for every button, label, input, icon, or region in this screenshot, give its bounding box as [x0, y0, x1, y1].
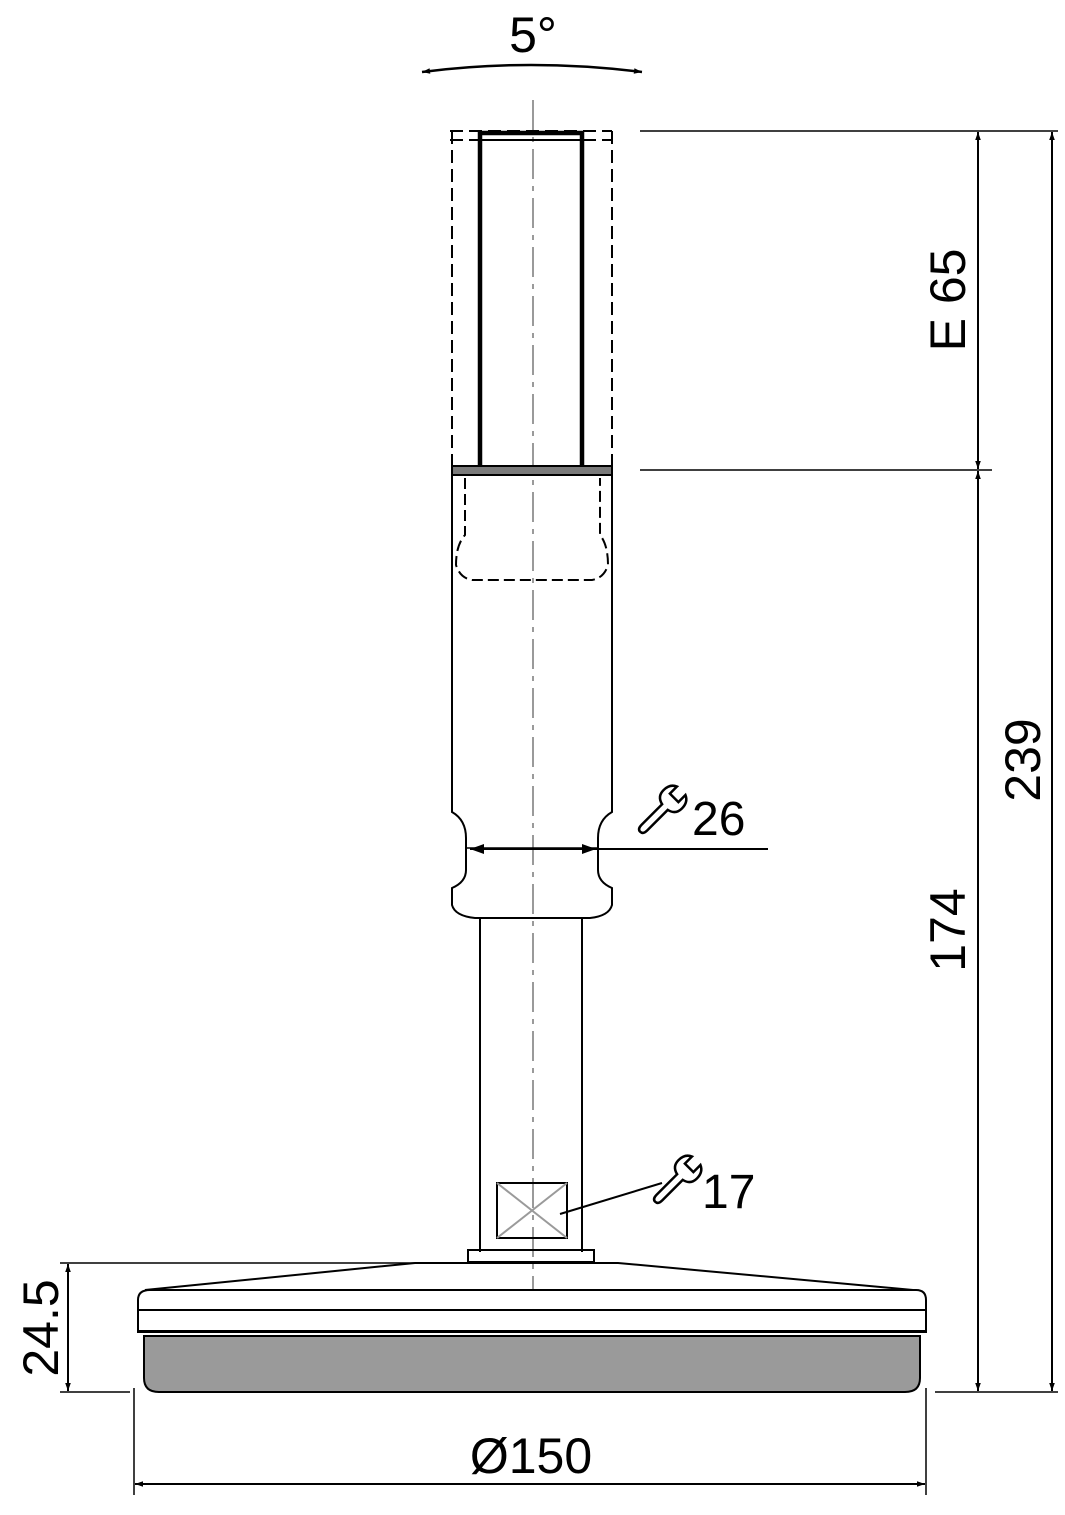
total-height-label: 239	[995, 718, 1051, 801]
foot-diameter-label: Ø150	[470, 1428, 592, 1484]
wrench-26-label: 26	[692, 793, 745, 846]
rubber-pad	[143, 1335, 921, 1393]
foot-height-dimension: 24.5	[13, 1262, 415, 1393]
wrench-26-callout: 26	[470, 784, 768, 854]
extension-label: E 65	[920, 249, 976, 352]
wrench-17-callout: 17	[559, 1154, 755, 1219]
base-height-label: 174	[920, 888, 976, 971]
wrench-17-label: 17	[702, 1166, 755, 1219]
lower-spindle	[467, 918, 595, 1263]
tilt-angle-dimension: 5°	[421, 7, 643, 74]
hex-section	[496, 1182, 568, 1239]
tilt-arc	[421, 63, 643, 74]
wrench-icon	[652, 1154, 703, 1205]
wrench-icon	[637, 784, 688, 835]
foot-diameter-dimension: Ø150	[133, 1388, 927, 1495]
height-dimensions: E 65 174 239	[640, 130, 1058, 1393]
foot-plate	[137, 1262, 927, 1393]
spindle-extension	[450, 130, 613, 473]
tilt-angle-label: 5°	[509, 7, 557, 63]
foot-height-label: 24.5	[13, 1279, 69, 1376]
